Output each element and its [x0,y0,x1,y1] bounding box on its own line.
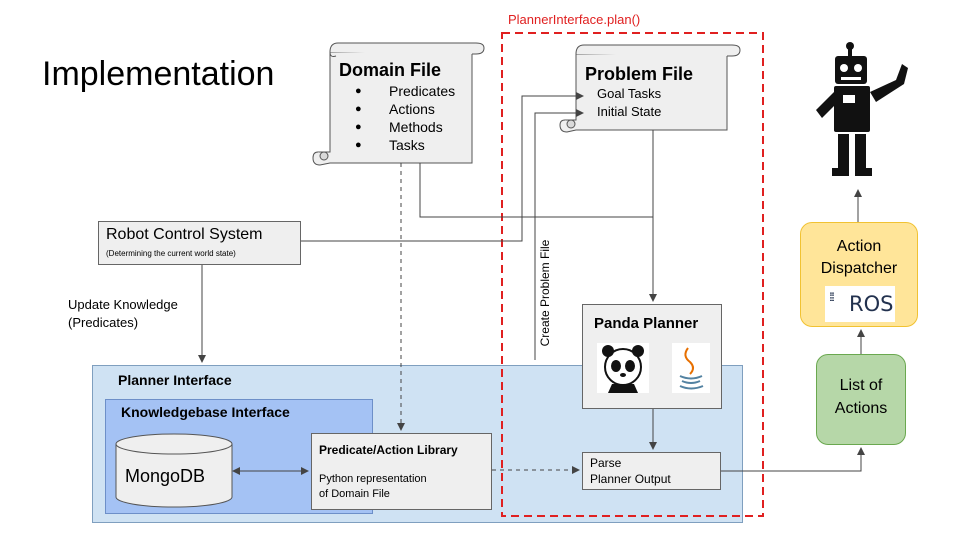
action-dispatcher-line1: Action [836,238,882,255]
predicate-library-desc-1: Python representation [319,473,427,485]
slide-title: Implementation [42,55,275,93]
problem-file-scroll [559,44,741,133]
domain-item-tasks: Tasks [339,136,455,154]
update-knowledge-label-1: Update Knowledge [68,297,178,312]
ros-logo-text: ROS [849,292,894,316]
domain-item-predicates: Predicates [339,82,455,100]
ros-logo: ⁞⁞⁞ ROS [825,286,895,322]
action-dispatcher-line2: Dispatcher [820,260,898,277]
scroll-curl-icon [319,151,329,161]
domain-file-title: Domain File [339,60,442,80]
robot-icon [816,42,908,176]
update-knowledge-label-2: (Predicates) [68,315,139,330]
list-of-actions-line1: List of [839,377,883,394]
mongodb-cylinder-icon [115,433,233,508]
planner-call-label: PlannerInterface.plan() [508,12,641,27]
predicate-action-library-box [311,433,492,510]
list-of-actions-box [816,354,906,445]
robot-control-system-box [98,221,301,265]
panda-icon [597,343,649,393]
domain-file-list: Predicates Actions Methods Tasks [339,82,455,154]
parse-output-box [582,452,721,490]
panda-planner-title: Panda Planner [594,315,699,332]
planner-interface-title: Planner Interface [118,372,232,388]
java-icon [672,343,710,393]
robot-control-subtitle: (Determining the current world state) [106,249,236,258]
predicate-library-desc-2: of Domain File [319,488,390,500]
planner-plan-region [501,32,764,517]
predicate-library-title: Predicate/Action Library [319,443,458,457]
robot-control-title: Robot Control System [106,226,263,243]
ros-dots-icon: ⁞⁞⁞ [829,290,835,304]
parse-output-line1: Parse [590,456,622,470]
parse-output-line2: Planner Output [590,472,671,486]
problem-item-goal-tasks: Goal Tasks [597,86,662,101]
scroll-curl-icon-2 [566,119,576,129]
knowledgebase-interface-title: Knowledgebase Interface [121,404,290,420]
mongodb-label: MongoDB [125,466,206,486]
list-of-actions-line2: Actions [834,400,888,417]
domain-item-methods: Methods [339,118,455,136]
problem-file-title: Problem File [585,64,694,84]
problem-item-initial-state: Initial State [597,104,662,119]
domain-item-actions: Actions [339,100,455,118]
